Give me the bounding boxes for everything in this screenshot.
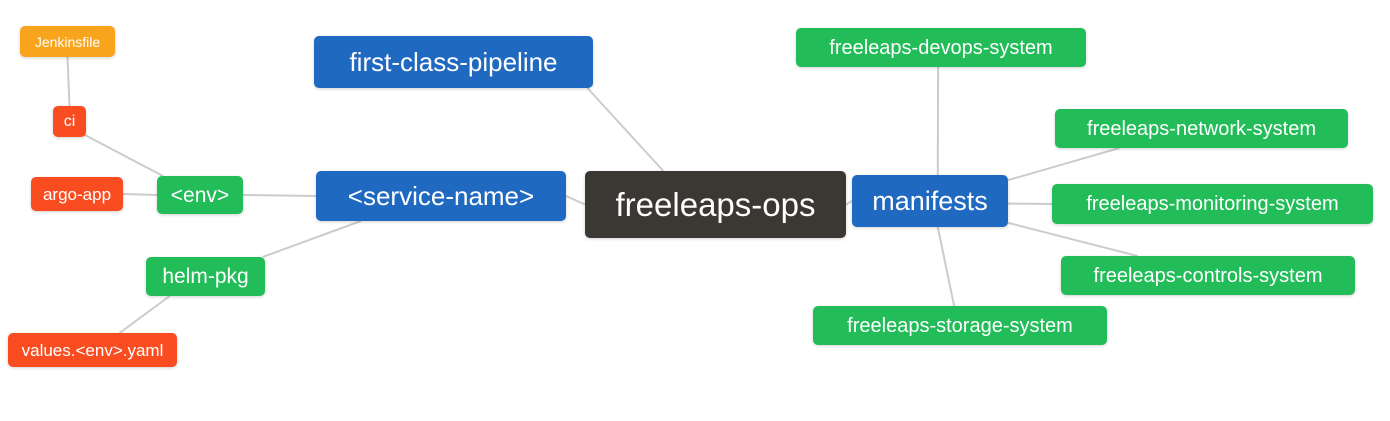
node-values-env-yaml[interactable]: values.<env>.yaml <box>8 333 177 367</box>
edge-freeleaps-ops-to-manifests <box>845 200 853 206</box>
edge-first-class-pipeline-to-freeleaps-ops <box>586 87 665 172</box>
node-service-name[interactable]: <service-name> <box>316 171 566 221</box>
edge-ci-to-env <box>82 133 164 177</box>
edge-service-name-to-freeleaps-ops <box>565 195 586 206</box>
node-ci[interactable]: ci <box>53 106 86 137</box>
node-storage-system[interactable]: freeleaps-storage-system <box>813 306 1107 345</box>
node-network-system[interactable]: freeleaps-network-system <box>1055 109 1348 148</box>
node-env[interactable]: <env> <box>157 176 243 214</box>
edge-service-name-to-helm-pkg <box>262 220 362 258</box>
edge-argo-app-to-env <box>122 193 158 196</box>
node-freeleaps-ops[interactable]: freeleaps-ops <box>585 171 846 238</box>
edge-env-to-service-name <box>242 194 317 197</box>
node-controls-system[interactable]: freeleaps-controls-system <box>1061 256 1355 295</box>
node-monitoring-system[interactable]: freeleaps-monitoring-system <box>1052 184 1373 224</box>
node-devops-system[interactable]: freeleaps-devops-system <box>796 28 1086 67</box>
node-manifests[interactable]: manifests <box>852 175 1008 227</box>
edge-jenkinsfile-to-ci <box>66 56 71 107</box>
node-argo-app[interactable]: argo-app <box>31 177 123 211</box>
node-jenkinsfile[interactable]: Jenkinsfile <box>20 26 115 57</box>
edge-manifests-to-storage-system <box>936 226 956 307</box>
node-helm-pkg[interactable]: helm-pkg <box>146 257 265 296</box>
edge-manifests-to-controls-system <box>1007 221 1138 257</box>
node-first-class-pipeline[interactable]: first-class-pipeline <box>314 36 593 88</box>
edge-helm-pkg-to-values-env-yaml <box>118 295 171 334</box>
edge-manifests-to-network-system <box>1007 147 1120 182</box>
